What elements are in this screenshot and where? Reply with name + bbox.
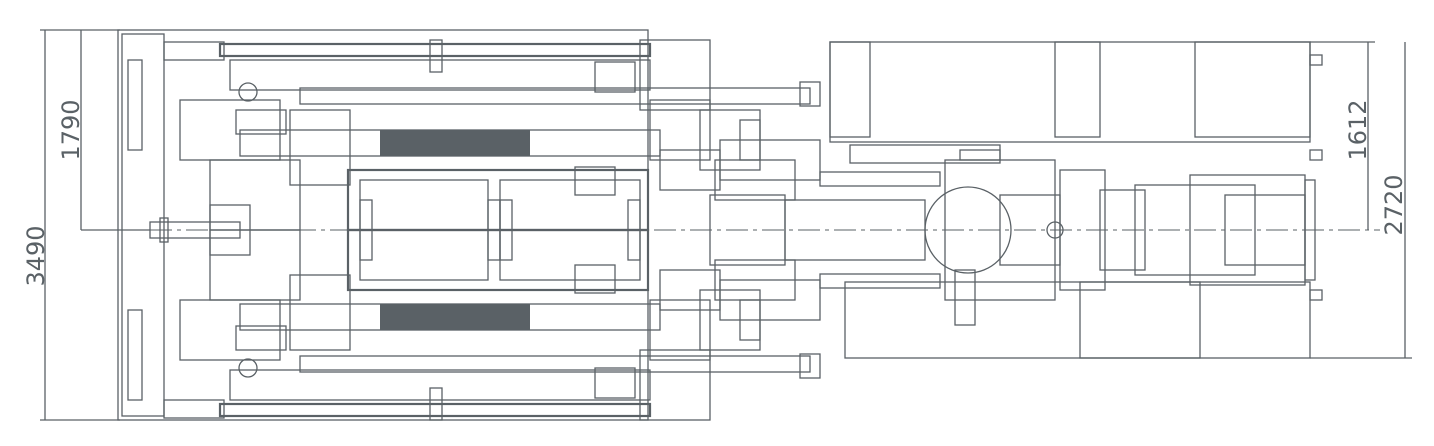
part-outline <box>499 179 641 231</box>
part-outline <box>594 61 636 93</box>
rear-platen <box>121 33 165 417</box>
part-outline <box>499 199 513 231</box>
part-outline <box>359 179 489 231</box>
tie-bar-cylinder <box>380 304 530 330</box>
part-outline <box>799 353 821 379</box>
part-outline <box>359 199 373 231</box>
dimension-label-3490: 3490 <box>22 225 50 286</box>
dimension-label-1790: 1790 <box>57 99 85 160</box>
part-outline <box>218 402 652 418</box>
part-outline <box>574 166 616 196</box>
part-outline <box>594 367 636 399</box>
part-outline <box>229 369 651 401</box>
part-outline <box>429 387 443 421</box>
dimension-label-1612: 1612 <box>1344 99 1372 160</box>
dimension-left-half: 1790 <box>57 30 150 231</box>
part-outline <box>954 269 976 326</box>
hopper-base <box>829 41 1311 143</box>
part-outline <box>639 39 711 111</box>
part-outline <box>1079 281 1201 359</box>
part-outline <box>627 199 641 231</box>
part-outline <box>1194 41 1311 138</box>
part-outline <box>1309 289 1323 301</box>
part-outline <box>819 171 941 187</box>
dimension-right-overall: 2720 <box>1310 42 1412 359</box>
part-outline <box>649 99 711 161</box>
part-outline <box>359 229 489 281</box>
part-outline <box>819 273 941 289</box>
part-outline <box>359 229 373 261</box>
bolt-circle <box>238 358 258 378</box>
part-outline <box>229 59 651 91</box>
part-outline <box>627 229 641 261</box>
part-outline <box>299 355 811 373</box>
bolt-circle <box>238 82 258 102</box>
part-outline <box>487 199 501 231</box>
part-outline <box>127 59 143 151</box>
part-outline <box>127 309 143 401</box>
part-outline <box>639 349 711 421</box>
part-outline <box>1054 41 1101 138</box>
base-frame <box>844 281 1311 359</box>
machine-outline <box>117 29 1323 421</box>
tie-bar-cylinder <box>380 130 530 156</box>
part-outline <box>299 87 811 105</box>
dimension-right-half: 1612 <box>1310 41 1375 230</box>
part-outline <box>209 159 301 231</box>
part-outline <box>1309 149 1323 161</box>
part-outline <box>719 139 821 181</box>
part-outline <box>829 41 871 138</box>
part-outline <box>209 229 301 301</box>
part-outline <box>163 41 225 61</box>
part-outline <box>429 39 443 73</box>
part-outline <box>574 264 616 294</box>
part-outline <box>1309 54 1323 66</box>
part-outline <box>487 229 501 261</box>
part-outline <box>235 325 287 351</box>
dimension-label-2720: 2720 <box>1380 174 1408 235</box>
part-outline <box>163 399 225 419</box>
part-outline <box>235 109 287 135</box>
part-outline <box>499 229 513 261</box>
part-outline <box>289 109 351 186</box>
part-outline <box>218 42 652 58</box>
part-outline <box>289 274 351 351</box>
part-outline <box>719 279 821 321</box>
dimension-left-overall: 3490 <box>22 29 120 421</box>
part-outline <box>959 149 1001 161</box>
part-outline <box>799 81 821 107</box>
part-outline <box>499 229 641 281</box>
part-outline <box>649 299 711 361</box>
